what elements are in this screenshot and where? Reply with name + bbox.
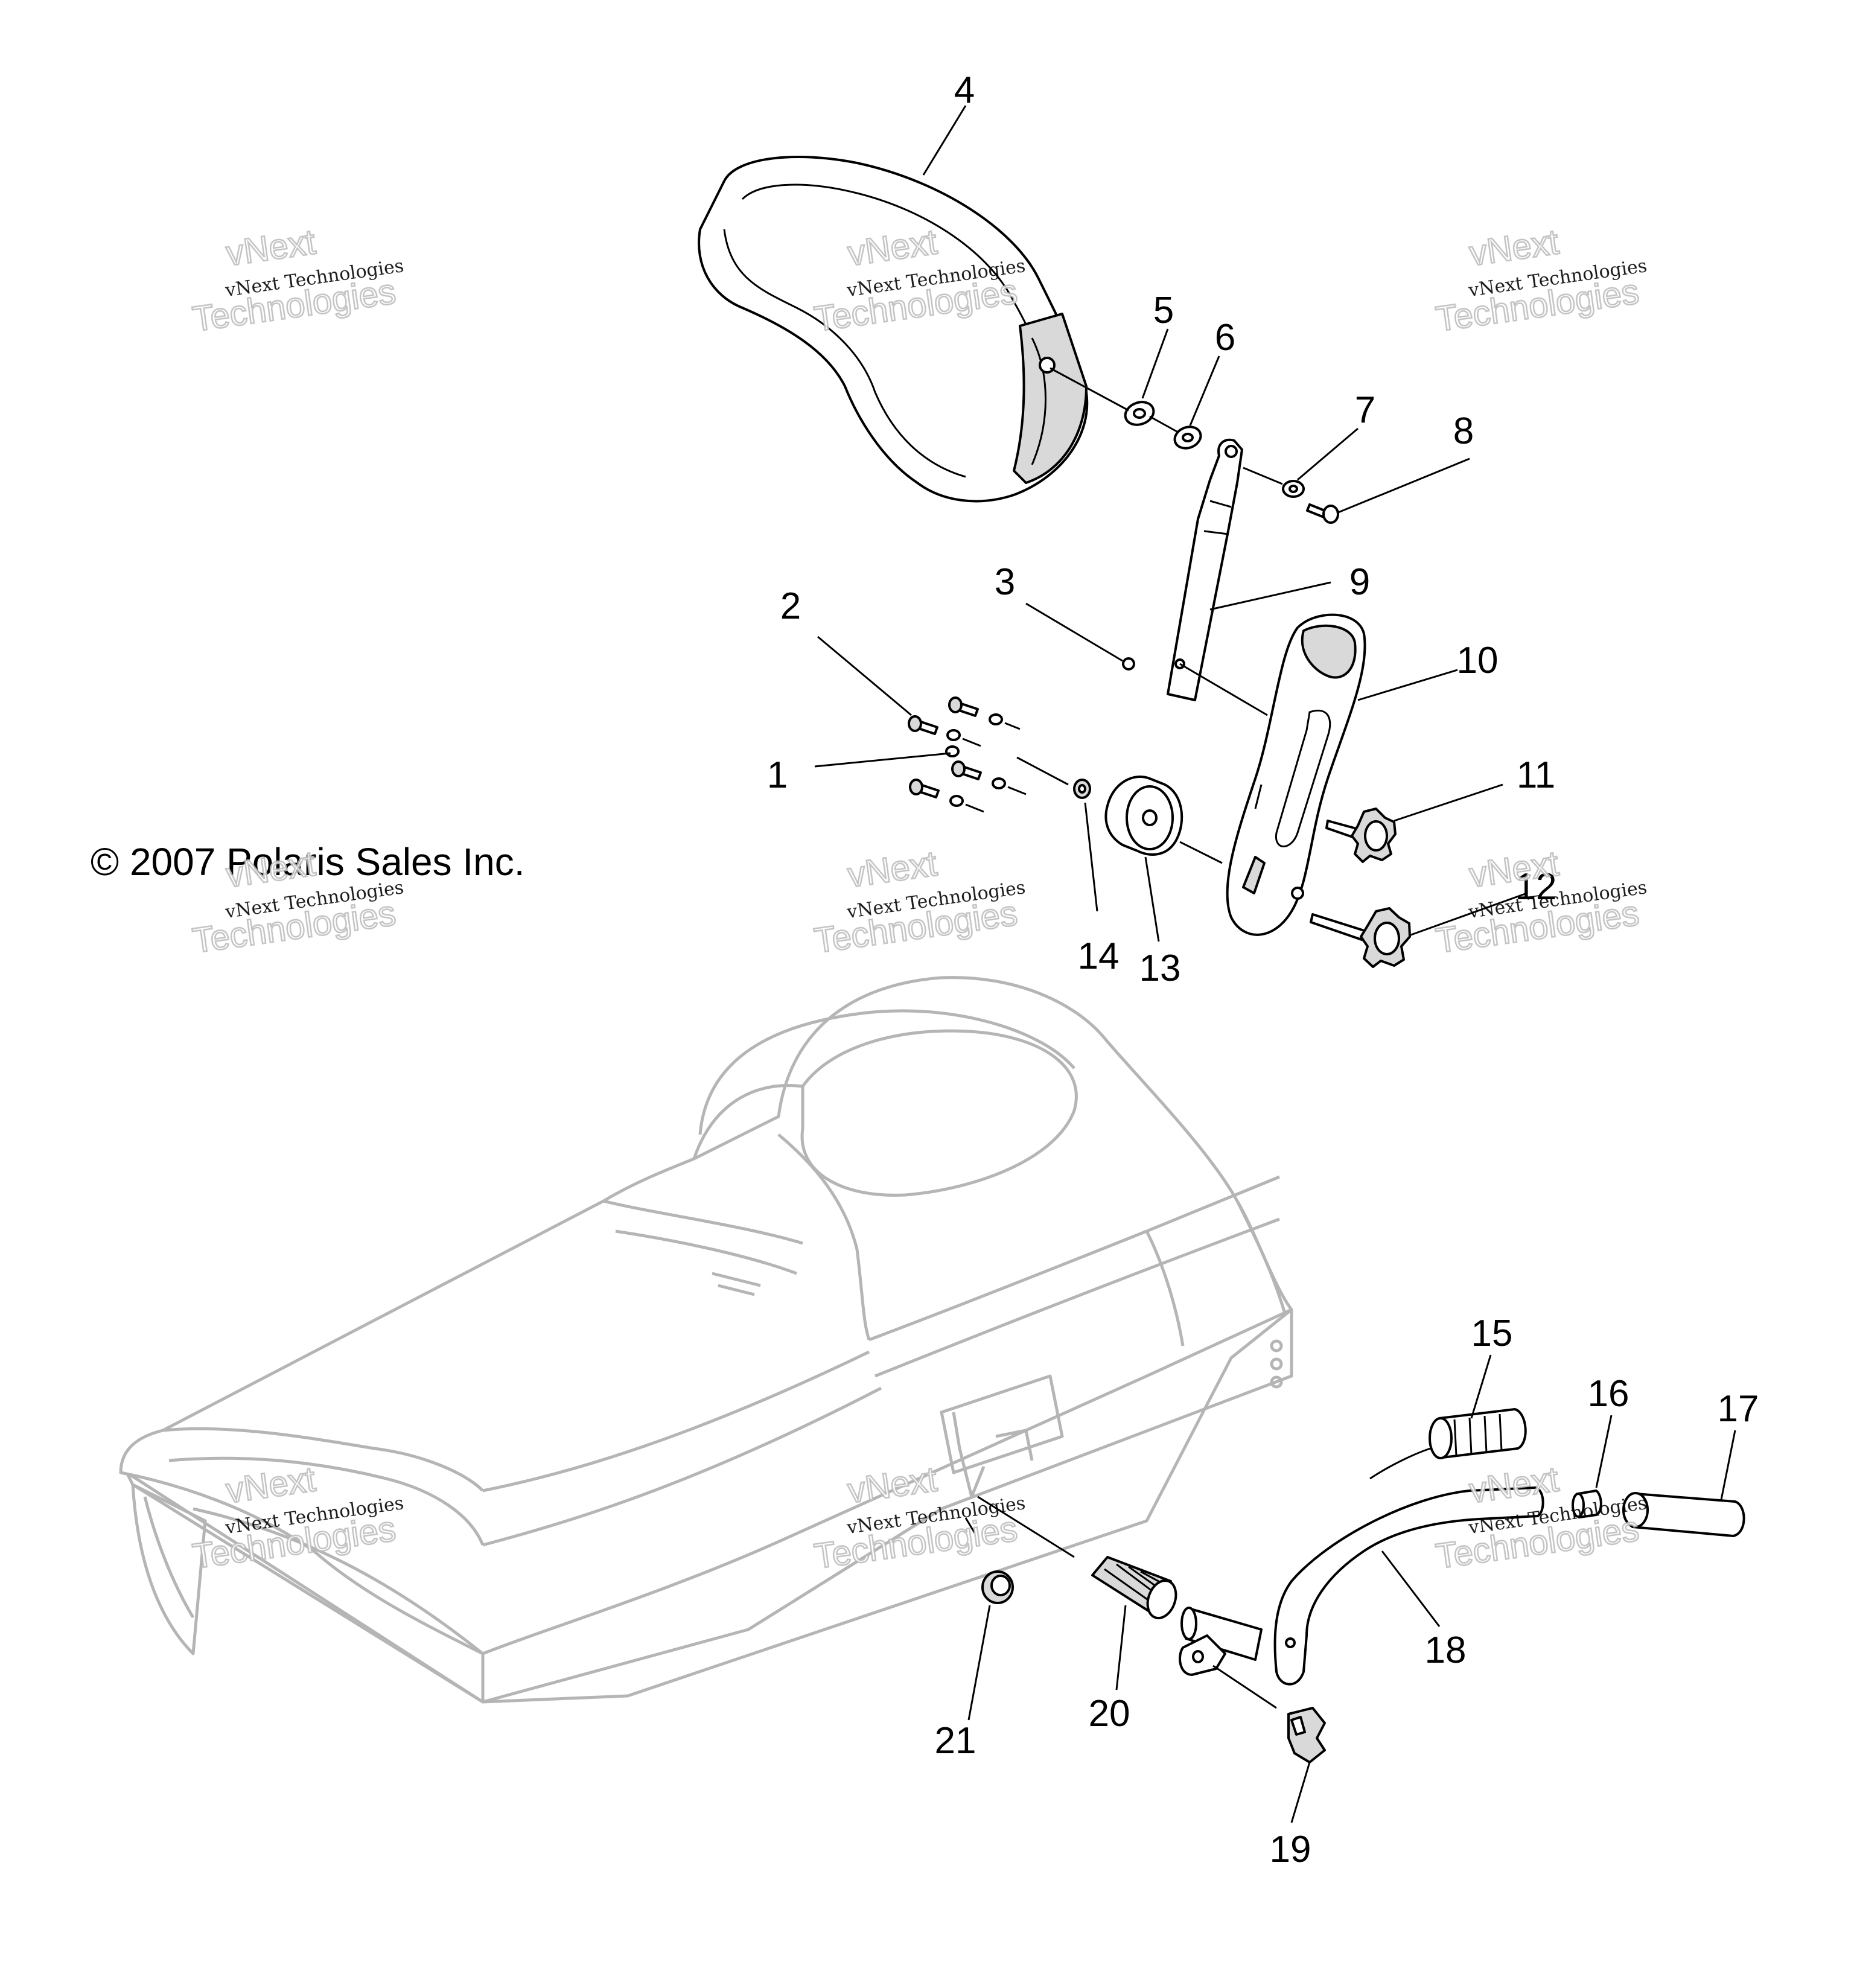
- bolt-8: [1306, 503, 1339, 524]
- callout-2: 2: [780, 585, 801, 627]
- callout-12: 12: [1515, 866, 1557, 908]
- callout-21: 21: [935, 1720, 976, 1762]
- callout-labels: 1 2 3 4 5 6 7 8 9 10 11 12 13 14 15 16 1…: [767, 69, 1759, 1870]
- nut-3: [1122, 657, 1135, 671]
- plug-16: [1572, 1489, 1602, 1518]
- callout-16: 16: [1588, 1373, 1629, 1415]
- callout-8: 8: [1453, 410, 1474, 452]
- callout-15: 15: [1471, 1313, 1513, 1354]
- callout-3: 3: [995, 561, 1015, 603]
- nut-14: [1073, 779, 1091, 799]
- watermark-5: vNext Technologies vNext Technologies: [811, 843, 1027, 961]
- support-arm: [1167, 438, 1243, 701]
- watermark-3: vNext Technologies vNext Technologies: [1433, 221, 1648, 340]
- snowmobile-seat: [119, 976, 1293, 1704]
- callout-18: 18: [1425, 1630, 1467, 1671]
- callout-10: 10: [1457, 640, 1499, 681]
- knob-11: [1325, 808, 1397, 863]
- callout-17: 17: [1718, 1388, 1759, 1430]
- fasteners-1-2: [908, 696, 1027, 813]
- svg-text:vNext: vNext: [846, 844, 940, 895]
- svg-text:vNext: vNext: [1467, 222, 1561, 273]
- svg-text:vNext: vNext: [224, 222, 318, 273]
- watermark-6: vNext Technologies vNext Technologies: [1433, 843, 1648, 961]
- callout-7: 7: [1355, 389, 1375, 431]
- callout-5: 5: [1153, 290, 1174, 331]
- handle-bar-18: [1179, 1486, 1544, 1686]
- svg-text:vNext: vNext: [1467, 1459, 1561, 1511]
- spacer-13: [1104, 776, 1183, 856]
- backrest-pad: [698, 156, 1089, 503]
- callout-19: 19: [1270, 1829, 1311, 1870]
- callout-1: 1: [767, 754, 788, 796]
- callout-4: 4: [954, 69, 975, 111]
- callout-leaders: [814, 105, 1736, 1823]
- watermark-1: vNext Technologies vNext Technologies: [190, 221, 405, 340]
- callout-13: 13: [1139, 948, 1181, 989]
- grip-17: [1622, 1492, 1745, 1537]
- washer-7: [1282, 480, 1305, 498]
- knob-19: [1287, 1707, 1326, 1763]
- washer-6: [1173, 425, 1202, 450]
- callout-6: 6: [1215, 317, 1235, 358]
- callout-14: 14: [1078, 935, 1120, 977]
- callout-11: 11: [1517, 754, 1555, 796]
- washer-5: [1124, 401, 1155, 426]
- callout-20: 20: [1089, 1693, 1130, 1735]
- knob-12: [1310, 907, 1411, 968]
- callout-9: 9: [1349, 561, 1370, 603]
- copyright-notice: © 2007 Polaris Sales Inc.: [91, 840, 525, 884]
- grip-15: [1369, 1408, 1527, 1480]
- mounting-bracket: [1226, 613, 1366, 936]
- grommet-21: [981, 1570, 1014, 1604]
- grip-20: [1091, 1556, 1177, 1619]
